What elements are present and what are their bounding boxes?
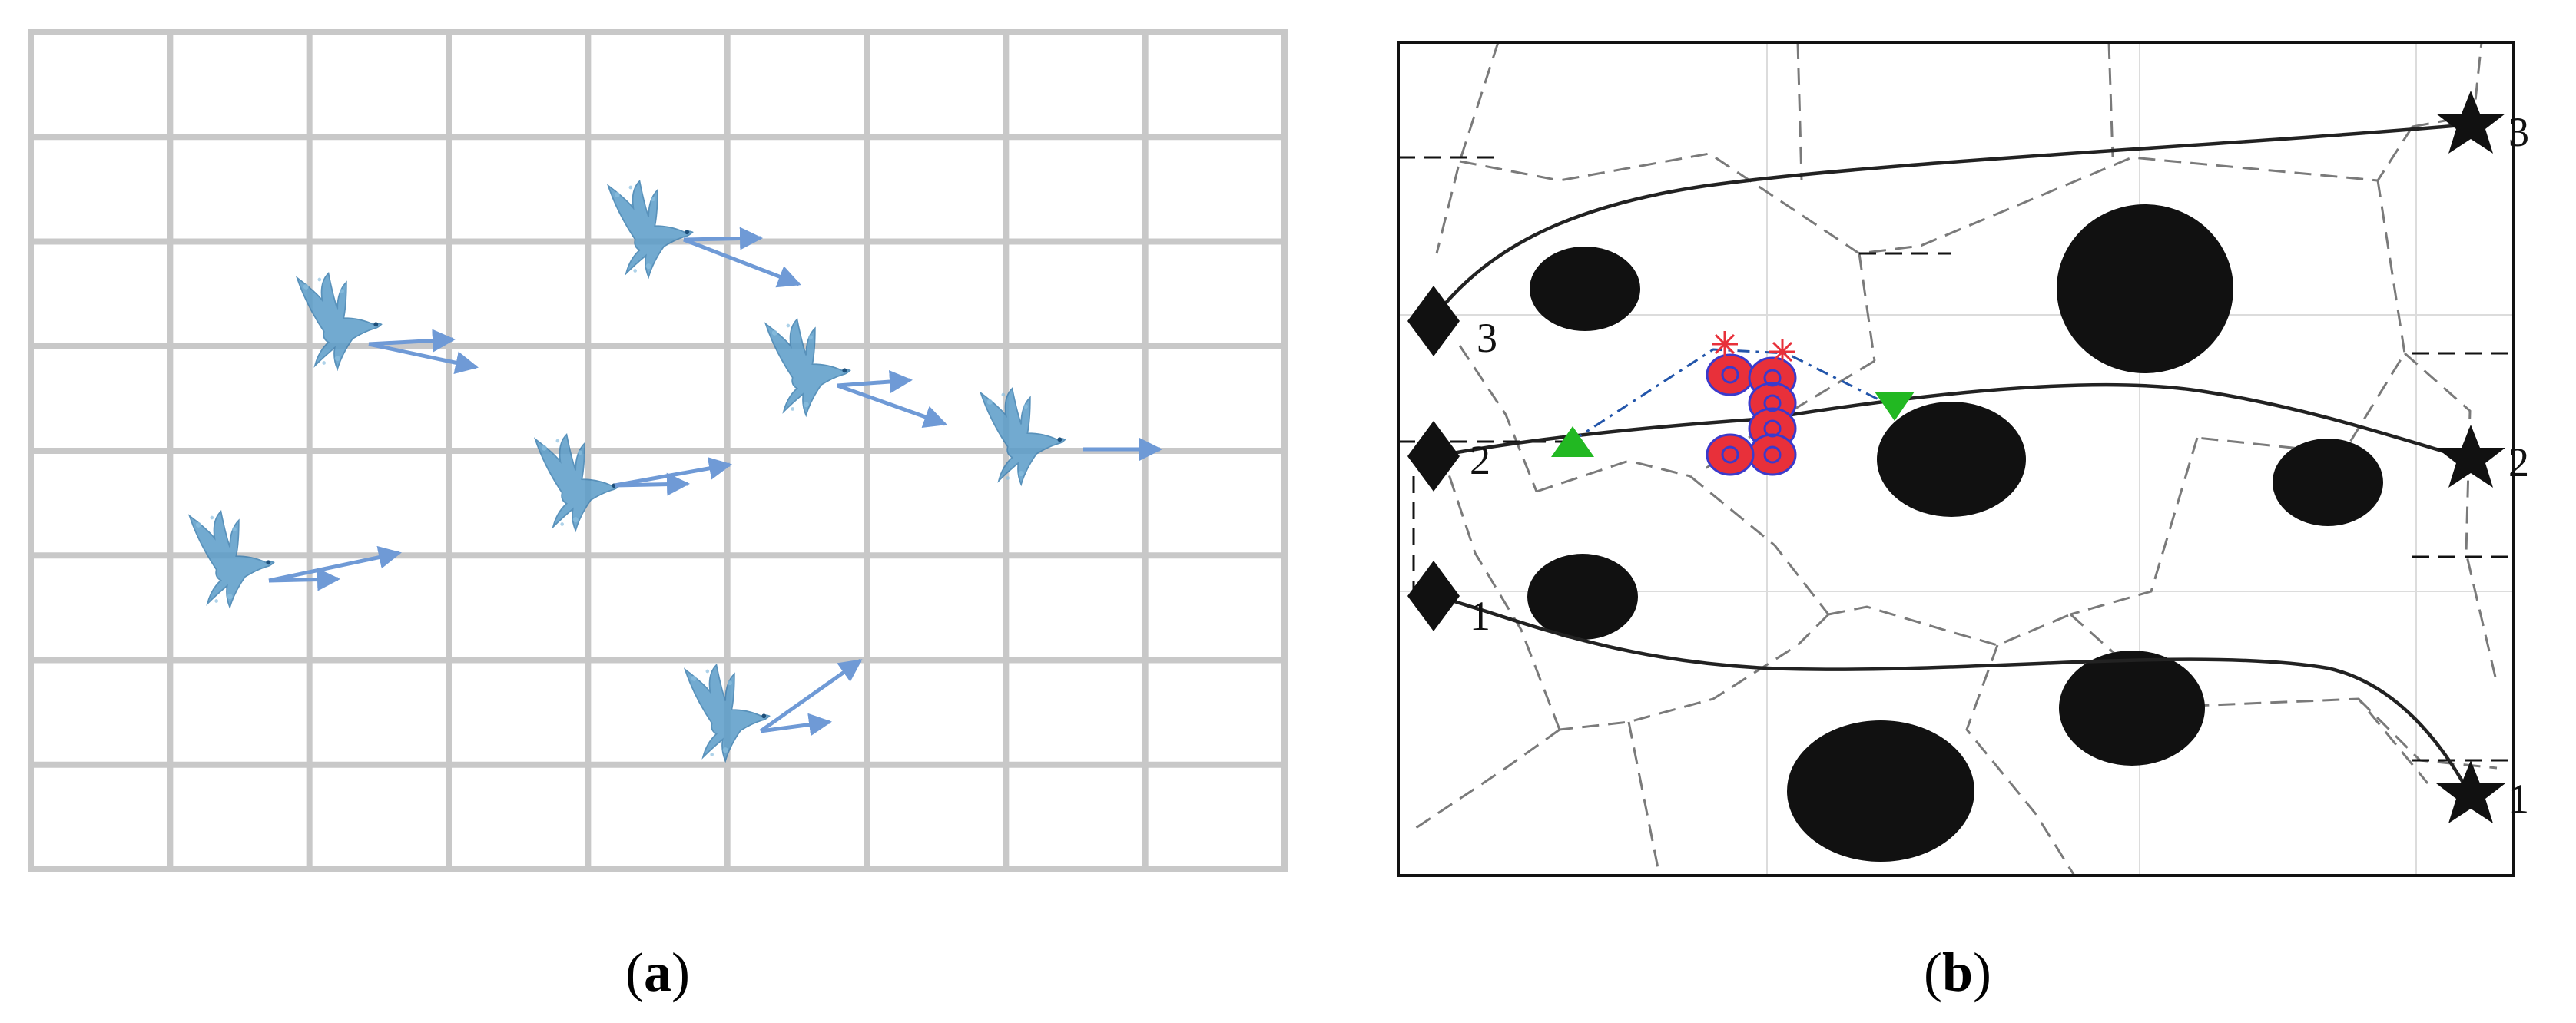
bird-agent-1 xyxy=(296,272,479,375)
flight-paths xyxy=(1431,122,2472,796)
obstacle xyxy=(1527,554,1638,640)
path-1 xyxy=(1432,593,2472,796)
panel-a-caption: (a) xyxy=(625,942,690,1003)
star-goal-marker xyxy=(2436,91,2505,154)
triangle-down-marker xyxy=(1875,392,1915,421)
panel-b: 3 2 1 3 2 1 (b) xyxy=(1397,41,2529,1003)
start-markers xyxy=(1407,286,1460,631)
start-label-1: 1 xyxy=(1470,593,1490,639)
obstacles xyxy=(1527,204,2383,862)
obstacle xyxy=(1530,247,1640,331)
goal-label-1: 1 xyxy=(2508,776,2529,822)
path-3 xyxy=(1431,122,2471,320)
bird-agent-5 xyxy=(534,433,732,531)
local-path-dashdot xyxy=(1570,348,1887,443)
goal-label-3: 3 xyxy=(2508,109,2529,155)
triangle-up-marker xyxy=(1551,426,1594,457)
obstacle xyxy=(2057,204,2233,373)
goal-label-2: 2 xyxy=(2508,439,2529,485)
start-label-2: 2 xyxy=(1470,437,1490,483)
asterisk-marker xyxy=(1712,331,1795,365)
bird-agent-3 xyxy=(764,318,947,429)
star-goal-marker xyxy=(2436,760,2505,823)
panel-b-caption: (b) xyxy=(1924,942,1991,1003)
diamond-start-marker xyxy=(1407,286,1460,356)
start-label-3: 3 xyxy=(1477,315,1497,361)
obstacle xyxy=(2273,439,2383,526)
panel-b-frame xyxy=(1397,41,2515,877)
bird-agent-6 xyxy=(188,510,402,608)
obstacle xyxy=(1787,720,1974,862)
obstacle xyxy=(2059,651,2205,766)
diamond-start-marker xyxy=(1407,421,1460,492)
obstacle xyxy=(1877,402,2026,517)
star-goal-marker xyxy=(2436,425,2505,488)
path-2 xyxy=(1432,382,2471,462)
bird-agent-4 xyxy=(980,387,1162,485)
goal-markers xyxy=(2436,91,2505,823)
bird-agent-7 xyxy=(684,658,863,762)
voronoi-edges xyxy=(1413,41,2498,876)
diamond-start-marker xyxy=(1407,561,1460,631)
bird-agent-2 xyxy=(607,180,801,288)
panel-a: (a) xyxy=(28,29,1288,1003)
threat-cluster xyxy=(1706,353,1797,476)
